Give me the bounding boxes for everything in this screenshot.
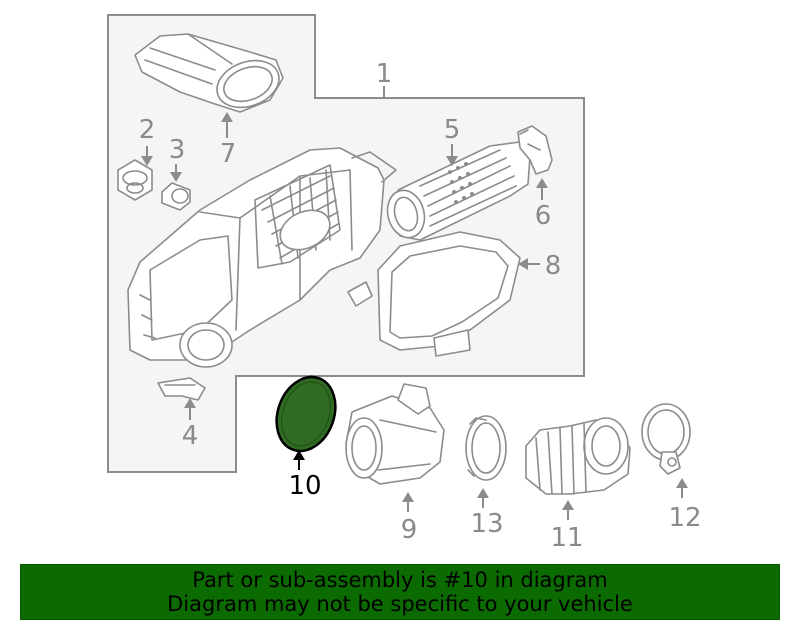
grommet-part-2 [117, 159, 153, 201]
banner-line-part-number: Part or sub-assembly is #10 in diagram [192, 568, 608, 592]
info-banner: Part or sub-assembly is #10 in diagram D… [20, 564, 780, 620]
bracket-part-4 [157, 377, 206, 401]
airflow-sensor-part-9 [345, 383, 445, 485]
callout-2: 2 [139, 115, 156, 145]
bushing-part-3 [161, 182, 191, 211]
intake-duct-part-7 [134, 33, 284, 113]
callout-4: 4 [182, 421, 199, 451]
callout-10: 10 [288, 471, 321, 501]
callout-11: 11 [550, 523, 583, 553]
callout-6: 6 [535, 201, 552, 231]
air-cleaner-housing-part-1 [127, 147, 397, 368]
filter-element-part-5 [386, 141, 531, 241]
callout-7: 7 [220, 139, 237, 169]
callout-8: 8 [545, 251, 562, 281]
callout-12: 12 [668, 503, 701, 533]
clip-part-6 [517, 125, 553, 175]
cover-part-8 [347, 231, 521, 357]
gasket-part-10 [275, 375, 337, 453]
parts-diagram: 1 2 3 4 5 6 7 8 9 10 11 12 13 [107, 14, 702, 553]
callout-5: 5 [444, 115, 461, 145]
callout-9: 9 [401, 515, 418, 545]
callout-1: 1 [376, 59, 393, 89]
banner-line-disclaimer: Diagram may not be specific to your vehi… [167, 592, 633, 616]
callout-3: 3 [169, 135, 186, 165]
clamp-part-13 [465, 415, 507, 481]
callout-13: 13 [470, 509, 503, 539]
intake-hose-part-11 [525, 417, 631, 495]
hose-clamp-part-12 [641, 403, 691, 475]
